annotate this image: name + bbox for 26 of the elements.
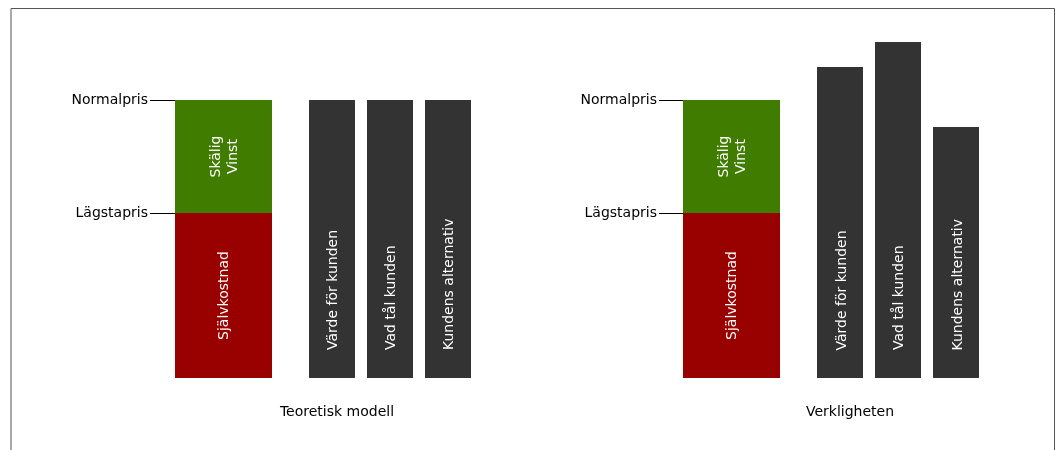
value-bar [367,100,413,378]
bar-label: Skälig Vinst [714,134,749,180]
value-bar [875,42,921,378]
price-label: Lägstapris [584,204,657,220]
panel-caption: Verkligheten [805,403,895,419]
value-bar [309,100,355,378]
value-bar [425,100,471,378]
panel-caption: Teoretisk modell [279,403,395,419]
profit-bar [175,100,272,213]
bar-label: Värde för kunden [831,229,849,350]
price-label: Normalpris [580,91,657,107]
value-bar [817,67,863,378]
cost-bar [175,213,272,378]
bar-label: Självkostnad [215,251,232,340]
price-label: Normalpris [71,91,148,107]
profit-bar [683,100,780,213]
cost-bar [683,213,780,378]
bar-label: Värde för kunden [323,229,341,350]
bar-label: Skälig Vinst [206,134,241,180]
bar-label: Självkostnad [723,251,740,340]
bar-label: Vad tål kunden [381,245,399,350]
price-label: Lägstapris [75,204,148,220]
bar-label: Kundens alternativ [947,218,965,350]
bar-label: Vad tål kunden [889,245,907,350]
value-bar [933,127,979,378]
bar-label: Kundens alternativ [439,218,457,350]
